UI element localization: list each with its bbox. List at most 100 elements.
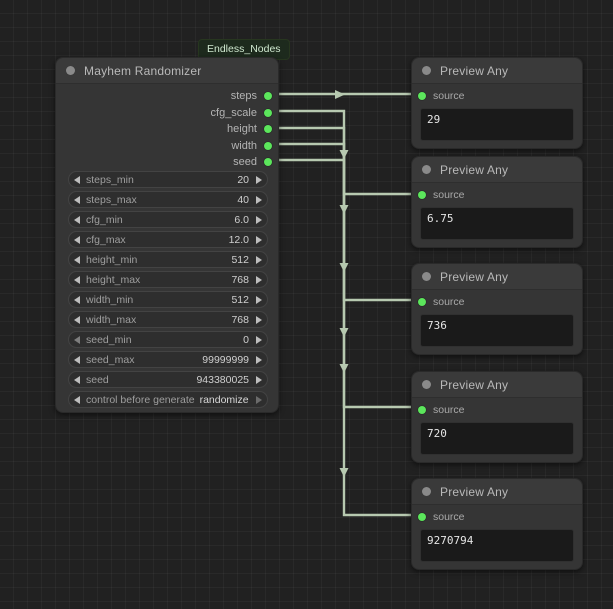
- node-header[interactable]: Preview Any: [412, 479, 582, 505]
- output-slot-label: height: [227, 123, 257, 136]
- circle-icon[interactable]: [422, 66, 431, 75]
- node-preview-any-3[interactable]: Preview Any source 736: [411, 263, 583, 355]
- chevron-left-icon[interactable]: [74, 395, 80, 404]
- slot-dot-icon[interactable]: [418, 298, 426, 306]
- chevron-right-icon[interactable]: [256, 315, 262, 324]
- input-slot-source[interactable]: source: [412, 187, 465, 203]
- chevron-right-icon[interactable]: [256, 215, 262, 224]
- widget-height-max[interactable]: height_max 768: [68, 271, 268, 288]
- widget-value: 6.0: [234, 213, 249, 226]
- chevron-right-icon[interactable]: [256, 235, 262, 244]
- input-slot-source[interactable]: source: [412, 509, 465, 525]
- output-slot-width[interactable]: width: [56, 138, 278, 155]
- chevron-left-icon[interactable]: [74, 175, 80, 184]
- widget-label: height_min: [86, 253, 138, 266]
- widget-list: steps_min 20 steps_max 40 cfg_min 6.0 cf…: [68, 171, 268, 411]
- chevron-left-icon[interactable]: [74, 355, 80, 364]
- widget-steps-max[interactable]: steps_max 40: [68, 191, 268, 208]
- node-mayhem-randomizer[interactable]: Mayhem Randomizer steps cfg_scale height…: [55, 57, 279, 413]
- widget-value: 512: [231, 253, 249, 266]
- circle-icon[interactable]: [66, 66, 75, 75]
- input-slot-source[interactable]: source: [412, 88, 465, 104]
- widget-cfg-min[interactable]: cfg_min 6.0: [68, 211, 268, 228]
- chevron-right-icon[interactable]: [256, 175, 262, 184]
- widget-height-min[interactable]: height_min 512: [68, 251, 268, 268]
- node-preview-any-2[interactable]: Preview Any source 6.75: [411, 156, 583, 248]
- circle-icon[interactable]: [422, 380, 431, 389]
- widget-label: width_min: [86, 293, 134, 306]
- output-slot-height[interactable]: height: [56, 121, 278, 138]
- node-header[interactable]: Preview Any: [412, 157, 582, 183]
- chevron-right-icon[interactable]: [256, 255, 262, 264]
- chevron-left-icon[interactable]: [74, 215, 80, 224]
- slot-dot-icon[interactable]: [418, 92, 426, 100]
- node-preview-any-4[interactable]: Preview Any source 720: [411, 371, 583, 463]
- chevron-left-icon[interactable]: [74, 335, 80, 344]
- widget-value: 20: [237, 173, 249, 186]
- node-preview-any-1[interactable]: Preview Any source 29: [411, 57, 583, 149]
- widget-seed-max[interactable]: seed_max 99999999: [68, 351, 268, 368]
- chevron-left-icon[interactable]: [74, 235, 80, 244]
- widget-value: 12.0: [228, 233, 249, 246]
- widget-seed-min[interactable]: seed_min 0: [68, 331, 268, 348]
- input-slot-label: source: [433, 404, 465, 416]
- chevron-right-icon[interactable]: [256, 375, 262, 384]
- chevron-left-icon[interactable]: [74, 275, 80, 284]
- widget-cfg-max[interactable]: cfg_max 12.0: [68, 231, 268, 248]
- widget-value: 943380025: [196, 373, 249, 386]
- circle-icon[interactable]: [422, 272, 431, 281]
- chevron-left-icon[interactable]: [74, 315, 80, 324]
- input-slot-label: source: [433, 90, 465, 102]
- node-title: Preview Any: [440, 269, 509, 284]
- chevron-right-icon[interactable]: [256, 195, 262, 204]
- slot-dot-icon[interactable]: [264, 108, 272, 117]
- group-title-badge[interactable]: Endless_Nodes: [198, 39, 290, 60]
- widget-label: cfg_min: [86, 213, 123, 226]
- slot-dot-icon[interactable]: [264, 92, 272, 101]
- node-header[interactable]: Preview Any: [412, 58, 582, 84]
- input-slot-label: source: [433, 296, 465, 308]
- chevron-right-icon[interactable]: [256, 295, 262, 304]
- slot-dot-icon[interactable]: [264, 141, 272, 150]
- circle-icon[interactable]: [422, 165, 431, 174]
- node-preview-any-5[interactable]: Preview Any source 9270794: [411, 478, 583, 570]
- node-header[interactable]: Preview Any: [412, 264, 582, 290]
- widget-width-max[interactable]: width_max 768: [68, 311, 268, 328]
- output-slot-steps[interactable]: steps: [56, 88, 278, 105]
- chevron-right-icon[interactable]: [256, 275, 262, 284]
- slot-dot-icon[interactable]: [264, 125, 272, 134]
- output-slot-seed[interactable]: seed: [56, 154, 278, 171]
- preview-text-output: 6.75: [420, 207, 574, 240]
- widget-value: 99999999: [202, 353, 249, 366]
- input-slot-label: source: [433, 511, 465, 523]
- slot-dot-icon[interactable]: [264, 158, 272, 167]
- input-slot-source[interactable]: source: [412, 402, 465, 418]
- chevron-left-icon[interactable]: [74, 255, 80, 264]
- widget-seed[interactable]: seed 943380025: [68, 371, 268, 388]
- output-slot-cfg-scale[interactable]: cfg_scale: [56, 105, 278, 122]
- chevron-left-icon[interactable]: [74, 295, 80, 304]
- widget-width-min[interactable]: width_min 512: [68, 291, 268, 308]
- chevron-right-icon[interactable]: [256, 395, 262, 404]
- preview-text-output: 29: [420, 108, 574, 141]
- widget-label: control before generate: [86, 393, 195, 406]
- slot-dot-icon[interactable]: [418, 406, 426, 414]
- slot-dot-icon[interactable]: [418, 513, 426, 521]
- circle-icon[interactable]: [422, 487, 431, 496]
- widget-label: width_max: [86, 313, 137, 326]
- output-slot-label: width: [231, 139, 257, 152]
- widget-value: 768: [231, 313, 249, 326]
- widget-control-before-generate[interactable]: control before generate randomize: [68, 391, 268, 408]
- widget-steps-min[interactable]: steps_min 20: [68, 171, 268, 188]
- chevron-right-icon[interactable]: [256, 335, 262, 344]
- input-slot-source[interactable]: source: [412, 294, 465, 310]
- widget-label: seed_max: [86, 353, 135, 366]
- chevron-left-icon[interactable]: [74, 195, 80, 204]
- output-slot-label: cfg_scale: [210, 106, 257, 119]
- chevron-right-icon[interactable]: [256, 355, 262, 364]
- slot-dot-icon[interactable]: [418, 191, 426, 199]
- node-header[interactable]: Preview Any: [412, 372, 582, 398]
- chevron-left-icon[interactable]: [74, 375, 80, 384]
- node-header[interactable]: Mayhem Randomizer: [56, 58, 278, 84]
